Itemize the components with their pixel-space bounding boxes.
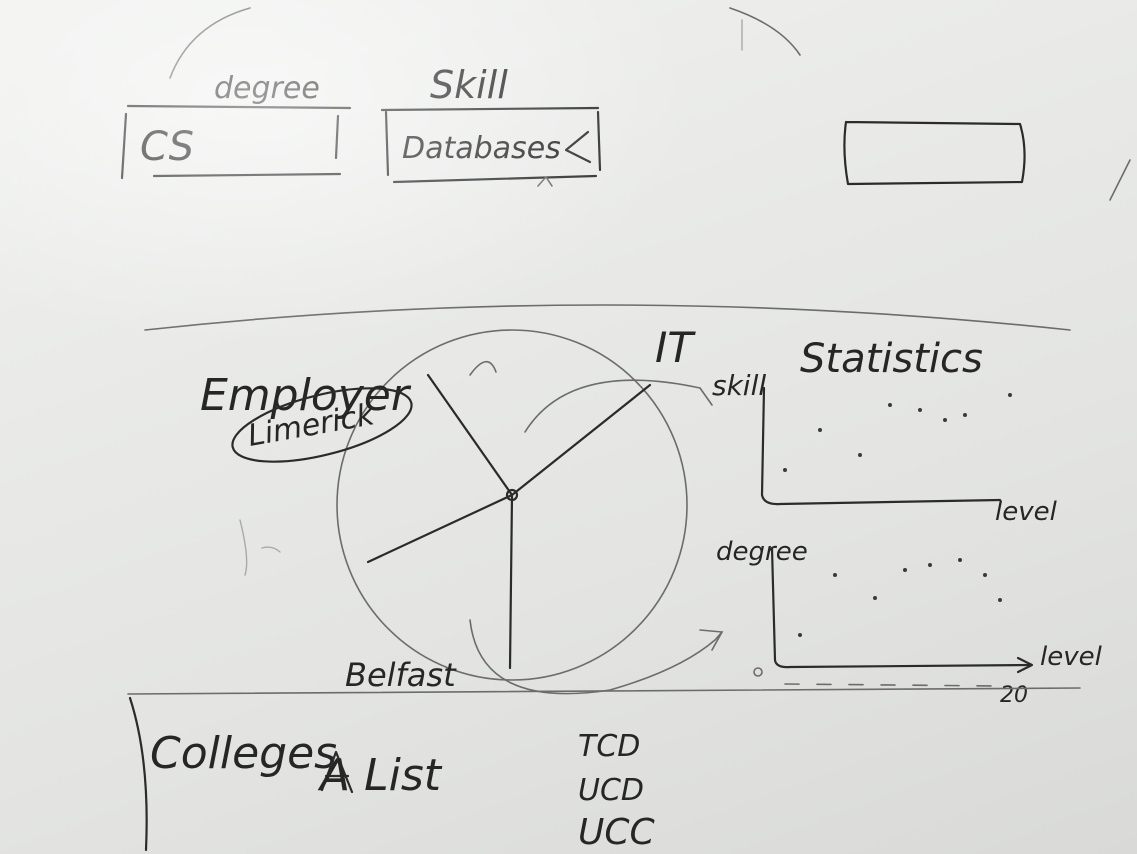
chart1-point	[1008, 393, 1012, 397]
colleges-label: Colleges	[150, 728, 337, 779]
a-list-mark	[320, 750, 354, 794]
college-item-tcd: TCD	[578, 729, 640, 764]
top-arc-left	[169, 7, 251, 79]
chart2-point	[928, 563, 932, 567]
employer-label: Employer	[200, 370, 412, 421]
skill-dropdown-arrow[interactable]	[564, 130, 592, 164]
chart1-point	[888, 403, 892, 407]
pie-slice-line-2	[510, 383, 652, 497]
pie-center	[505, 488, 519, 502]
chart1-point	[858, 453, 862, 457]
arrow-arc-belfast	[469, 619, 723, 695]
degree-box[interactable]	[120, 104, 352, 180]
chart2-point	[998, 598, 1002, 602]
chart1-point	[963, 413, 967, 417]
limerick-highlight	[231, 387, 413, 463]
chart1-points	[783, 393, 1012, 472]
chart1-point	[943, 418, 947, 422]
chart2-x-arrow	[1016, 656, 1034, 674]
pie-slice-line-4	[366, 493, 514, 564]
college-item-ucd: UCD	[578, 773, 644, 808]
degree-label: degree	[214, 71, 320, 106]
pie-slice-label-it: IT	[655, 323, 696, 372]
top-arc-right	[729, 7, 801, 56]
chart2-point	[958, 558, 962, 562]
chart2-origin	[753, 667, 763, 677]
belfast-arrow-head	[699, 629, 724, 651]
chart1-point	[783, 468, 787, 472]
chart2-x-max: 20	[1000, 683, 1028, 708]
chart1-point	[818, 428, 822, 432]
chart2-point	[873, 596, 877, 600]
bottom-divider	[127, 687, 1081, 695]
skill-value: Databases	[402, 131, 561, 166]
chart1-x-label: level	[995, 497, 1058, 527]
pie-circle	[336, 329, 688, 681]
right-edge-mark	[1109, 159, 1131, 201]
chart2-points	[798, 558, 1002, 637]
empty-box[interactable]	[843, 120, 1026, 186]
chart1-y-label: skill	[712, 369, 766, 402]
skill-caret	[537, 175, 553, 187]
chart2-point	[983, 573, 987, 577]
chart2-y-label: degree	[716, 537, 808, 567]
chart2-point	[833, 573, 837, 577]
skill-label: Skill	[430, 63, 508, 107]
pie-slice-line-3	[508, 493, 514, 670]
chart2-x-label: level	[1040, 642, 1103, 672]
arrow-arc-limerick	[469, 360, 497, 376]
chart2-axes	[770, 546, 1032, 669]
faint-scribble	[239, 519, 281, 576]
chart2-point	[903, 568, 907, 572]
a-list-label: A List	[317, 750, 443, 801]
chart2-dashed-axis	[784, 683, 1001, 687]
statistics-title: Statistics	[800, 336, 983, 382]
skill-box[interactable]	[380, 106, 602, 184]
pie-slice-line-1	[426, 373, 514, 497]
colleges-box-left	[128, 696, 148, 852]
chart1-axes	[760, 386, 1002, 506]
degree-value: CS	[140, 124, 194, 170]
chart2-point	[798, 633, 802, 637]
section-divider	[144, 304, 1071, 331]
pie-slice-label-belfast: Belfast	[345, 656, 457, 694]
chart1-point	[918, 408, 922, 412]
arrow-arc-it	[524, 379, 713, 433]
college-item-ucc: UCC	[578, 812, 655, 853]
